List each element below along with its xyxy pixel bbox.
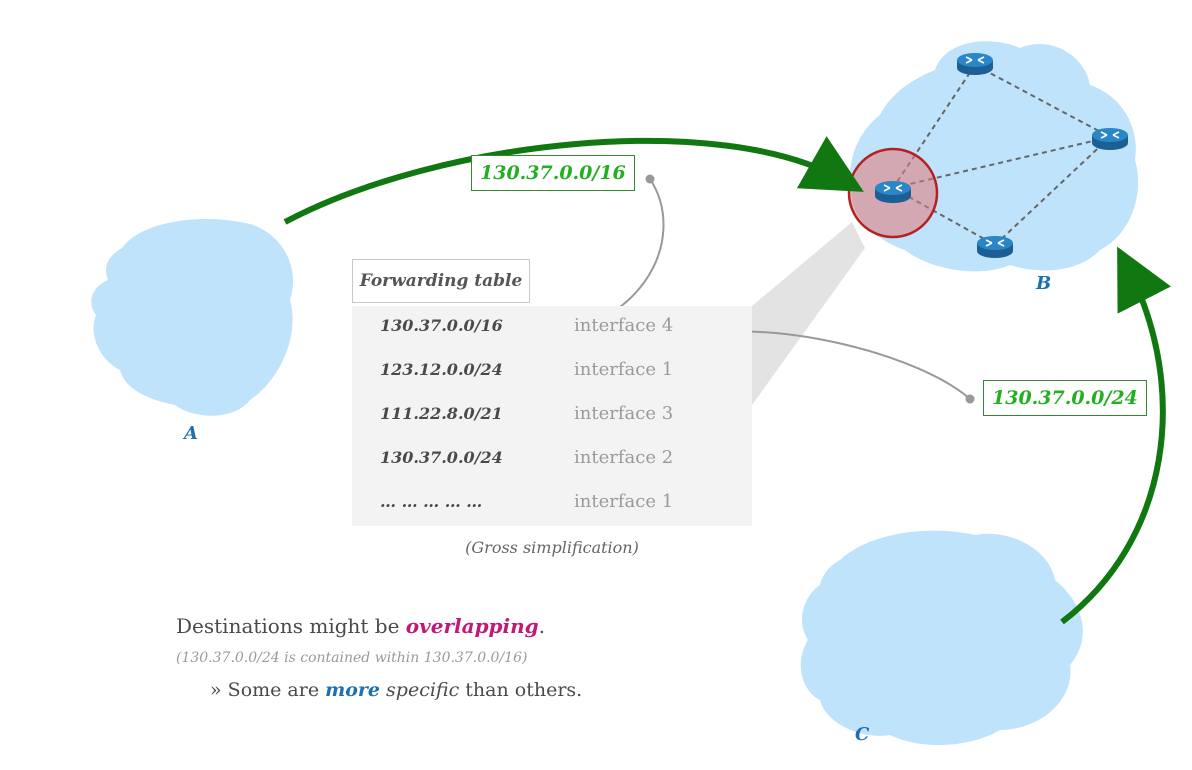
interface-label: interface 3 bbox=[574, 403, 674, 424]
destination-prefix: … … … … … bbox=[380, 492, 483, 511]
interface-label: interface 1 bbox=[574, 491, 674, 512]
emphasis-overlapping: overlapping bbox=[405, 614, 539, 638]
note-text: Some are bbox=[227, 679, 326, 701]
node-label-c: C bbox=[855, 724, 870, 745]
pointer-dot bbox=[645, 174, 655, 184]
cloud-c bbox=[800, 530, 1083, 746]
cloud-a bbox=[91, 218, 294, 416]
destination-prefix: 123.12.0.0/24 bbox=[380, 360, 503, 379]
interface-label: interface 1 bbox=[574, 359, 674, 380]
prefix-announcement-24: 130.37.0.0/24 bbox=[983, 380, 1147, 416]
destination-prefix: 111.22.8.0/21 bbox=[380, 404, 503, 423]
router-icon bbox=[976, 235, 1014, 259]
destination-prefix: 130.37.0.0/16 bbox=[380, 316, 503, 335]
note-text: than others. bbox=[459, 679, 583, 701]
router-icon bbox=[956, 52, 994, 76]
table-row: 130.37.0.0/16 interface 4 bbox=[352, 306, 752, 350]
node-label-a: A bbox=[184, 423, 198, 444]
interface-label: interface 2 bbox=[574, 447, 674, 468]
table-row: 111.22.8.0/21 interface 3 bbox=[352, 394, 752, 438]
announcement-arrow-a-to-b bbox=[283, 136, 864, 225]
destination-prefix: 130.37.0.0/24 bbox=[380, 448, 503, 467]
note-text: . bbox=[538, 614, 546, 638]
emphasis-specific: specific bbox=[380, 679, 460, 701]
emphasis-more: more bbox=[325, 679, 381, 701]
table-row: 123.12.0.0/24 interface 1 bbox=[352, 350, 752, 394]
table-caption: (Gross simplification) bbox=[465, 538, 639, 557]
node-label-b: B bbox=[1036, 273, 1052, 294]
router-icon bbox=[1091, 127, 1129, 151]
prefix-announcement-16: 130.37.0.0/16 bbox=[471, 155, 635, 191]
note-overlapping: Destinations might be overlapping. bbox=[176, 614, 545, 638]
table-row: … … … … … interface 1 bbox=[352, 482, 752, 526]
note-specificity: » Some are more specific than others. bbox=[210, 679, 582, 701]
note-text: Destinations might be bbox=[176, 614, 406, 638]
note-containment: (130.37.0.0/24 is contained within 130.3… bbox=[176, 650, 528, 666]
table-row: 130.37.0.0/24 interface 2 bbox=[352, 438, 752, 482]
router-icon bbox=[874, 180, 912, 204]
forwarding-table: 130.37.0.0/16 interface 4 123.12.0.0/24 … bbox=[352, 306, 752, 526]
announcement-arrow-c-to-b bbox=[1060, 246, 1172, 625]
zoom-wedge bbox=[752, 222, 865, 405]
bullet-marker: » bbox=[210, 679, 228, 701]
pointer-dot bbox=[965, 394, 975, 404]
forwarding-table-title: Forwarding table bbox=[352, 259, 530, 303]
interface-label: interface 4 bbox=[574, 315, 674, 336]
